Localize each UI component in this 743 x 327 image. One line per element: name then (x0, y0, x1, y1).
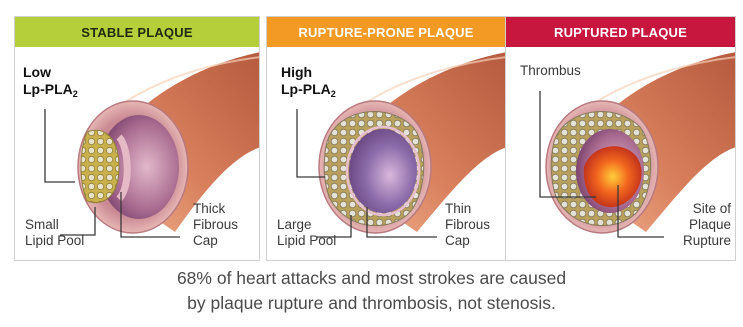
rupture-prone-plaque-header: RUPTURE-PRONE PLAQUE (267, 17, 505, 47)
lp-pla2-leader-line (45, 109, 75, 182)
site-line-1: Site of (683, 201, 731, 217)
stable-plaque-panel: STABLE PLAQUE Low Lp-PLA2 Small Lipid Po… (14, 16, 260, 261)
pool-line-2: Lipid Pool (277, 233, 336, 249)
cap-line-1: Thin (445, 201, 490, 217)
small-lipid-pool-shape (81, 130, 119, 202)
low-lp-pla2-label: Low Lp-PLA2 (23, 64, 78, 103)
lp-pla-subscript: 2 (73, 89, 78, 99)
cap-line-2: Fibrous (445, 217, 490, 233)
ruptured-plaque-header: RUPTURED PLAQUE (506, 17, 735, 47)
high-lp-pla2-label: High Lp-PLA2 (281, 64, 336, 103)
pool-line-2: Lipid Pool (25, 233, 84, 249)
thrombus-label: Thrombus (520, 63, 581, 79)
lp-pla-subscript: 2 (331, 89, 336, 99)
cap-line-1: Thick (193, 201, 238, 217)
stable-plaque-header: STABLE PLAQUE (15, 17, 259, 47)
site-line-2: Plaque (683, 217, 731, 233)
thick-fibrous-cap-label: Thick Fibrous Cap (193, 201, 238, 249)
lp-pla-text: Lp-PLA2 (23, 81, 78, 103)
caption: 68% of heart attacks and most strokes ar… (0, 266, 743, 316)
thin-fibrous-cap-label: Thin Fibrous Cap (445, 201, 490, 249)
lp-level-text: Low (23, 64, 78, 81)
lp-pla-name: Lp-PLA (281, 81, 331, 97)
cap-line-2: Fibrous (193, 217, 238, 233)
artery-lumen (349, 129, 417, 213)
cap-line-3: Cap (193, 233, 238, 249)
small-lipid-pool-label: Small Lipid Pool (25, 217, 84, 249)
plaque-rupture-site-label: Site of Plaque Rupture (683, 201, 731, 249)
pool-line-1: Large (277, 217, 336, 233)
lp-pla-text: Lp-PLA2 (281, 81, 336, 103)
caption-line-2: by plaque rupture and thrombosis, not st… (0, 291, 743, 316)
pool-line-1: Small (25, 217, 84, 233)
site-line-3: Rupture (683, 233, 731, 249)
rupture-prone-plaque-panel: RUPTURE-PRONE PLAQUE High Lp-PLA2 Large … (266, 16, 506, 261)
caption-line-1: 68% of heart attacks and most strokes ar… (0, 266, 743, 291)
cap-line-3: Cap (445, 233, 490, 249)
large-lipid-pool-label: Large Lipid Pool (277, 217, 336, 249)
lp-level-text: High (281, 64, 336, 81)
ruptured-plaque-panel: RUPTURED PLAQUE Thrombus Site of Plaque … (506, 16, 736, 261)
lp-pla-name: Lp-PLA (23, 81, 73, 97)
